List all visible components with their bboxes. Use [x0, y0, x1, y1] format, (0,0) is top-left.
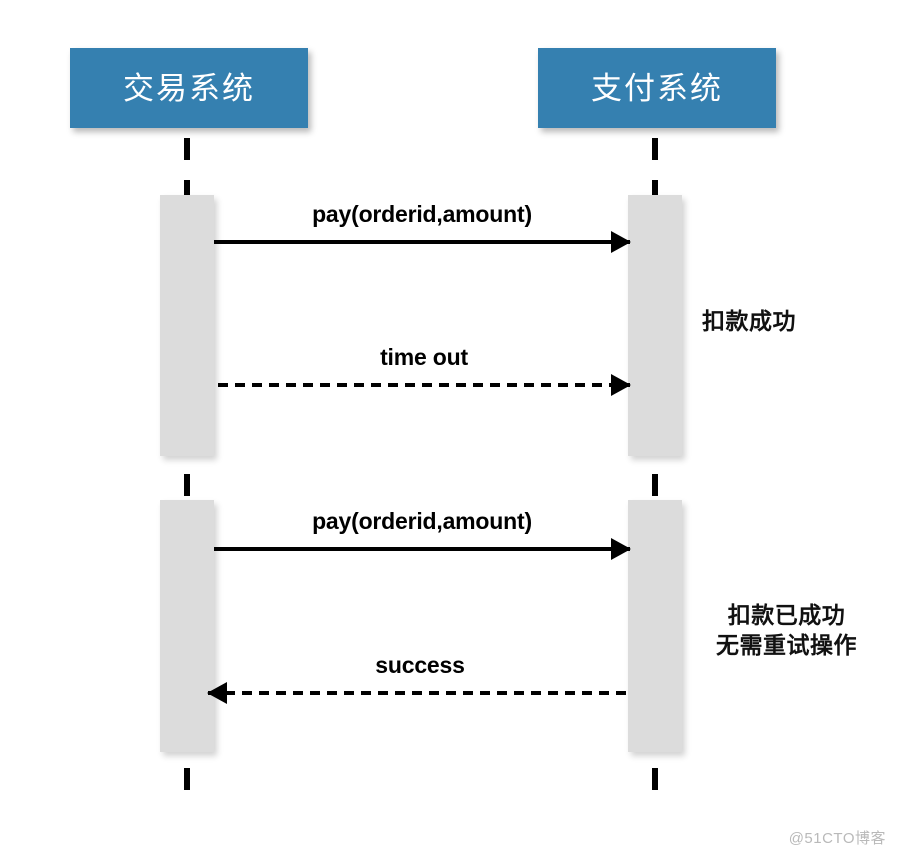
- lifeline-payment-system: [652, 138, 658, 810]
- note-already-deducted-line-2: 无需重试操作: [716, 632, 857, 659]
- message-label-timeout: time out: [380, 344, 468, 370]
- message-label-success: success: [375, 652, 465, 678]
- arrow-head-right-icon: [611, 374, 631, 396]
- actor-label-trade-system: 交易系统: [123, 70, 255, 106]
- arrow-head-right-icon: [611, 231, 631, 253]
- message-label-pay-call-1: pay(orderid,amount): [312, 201, 532, 227]
- note-deduction-success: 扣款成功: [702, 306, 796, 336]
- actor-header-payment-system[interactable]: 支付系统: [538, 48, 776, 128]
- message-line-timeout: [218, 383, 630, 387]
- message-line-success: [208, 691, 632, 695]
- message-line-pay-call-1: [214, 240, 630, 244]
- actor-label-payment-system: 支付系统: [591, 70, 723, 106]
- watermark-label: @51CTO博客: [788, 830, 886, 847]
- note-already-deducted-line-1: 扣款已成功: [727, 602, 846, 628]
- note-already-deducted: 扣款已成功 无需重试操作: [716, 600, 857, 661]
- message-label-pay-call-2: pay(orderid,amount): [312, 508, 532, 534]
- note-deduction-success-line-1: 扣款成功: [702, 308, 796, 334]
- arrow-head-right-icon: [611, 538, 631, 560]
- activation-bar-payment-second: [628, 500, 682, 752]
- activation-bar-trade-first: [160, 195, 214, 456]
- actor-header-trade-system[interactable]: 交易系统: [70, 48, 308, 128]
- arrow-head-left-icon: [207, 682, 227, 704]
- message-line-pay-call-2: [214, 547, 630, 551]
- activation-bar-payment-first: [628, 195, 682, 456]
- lifeline-trade-system: [184, 138, 190, 810]
- activation-bar-trade-second: [160, 500, 214, 752]
